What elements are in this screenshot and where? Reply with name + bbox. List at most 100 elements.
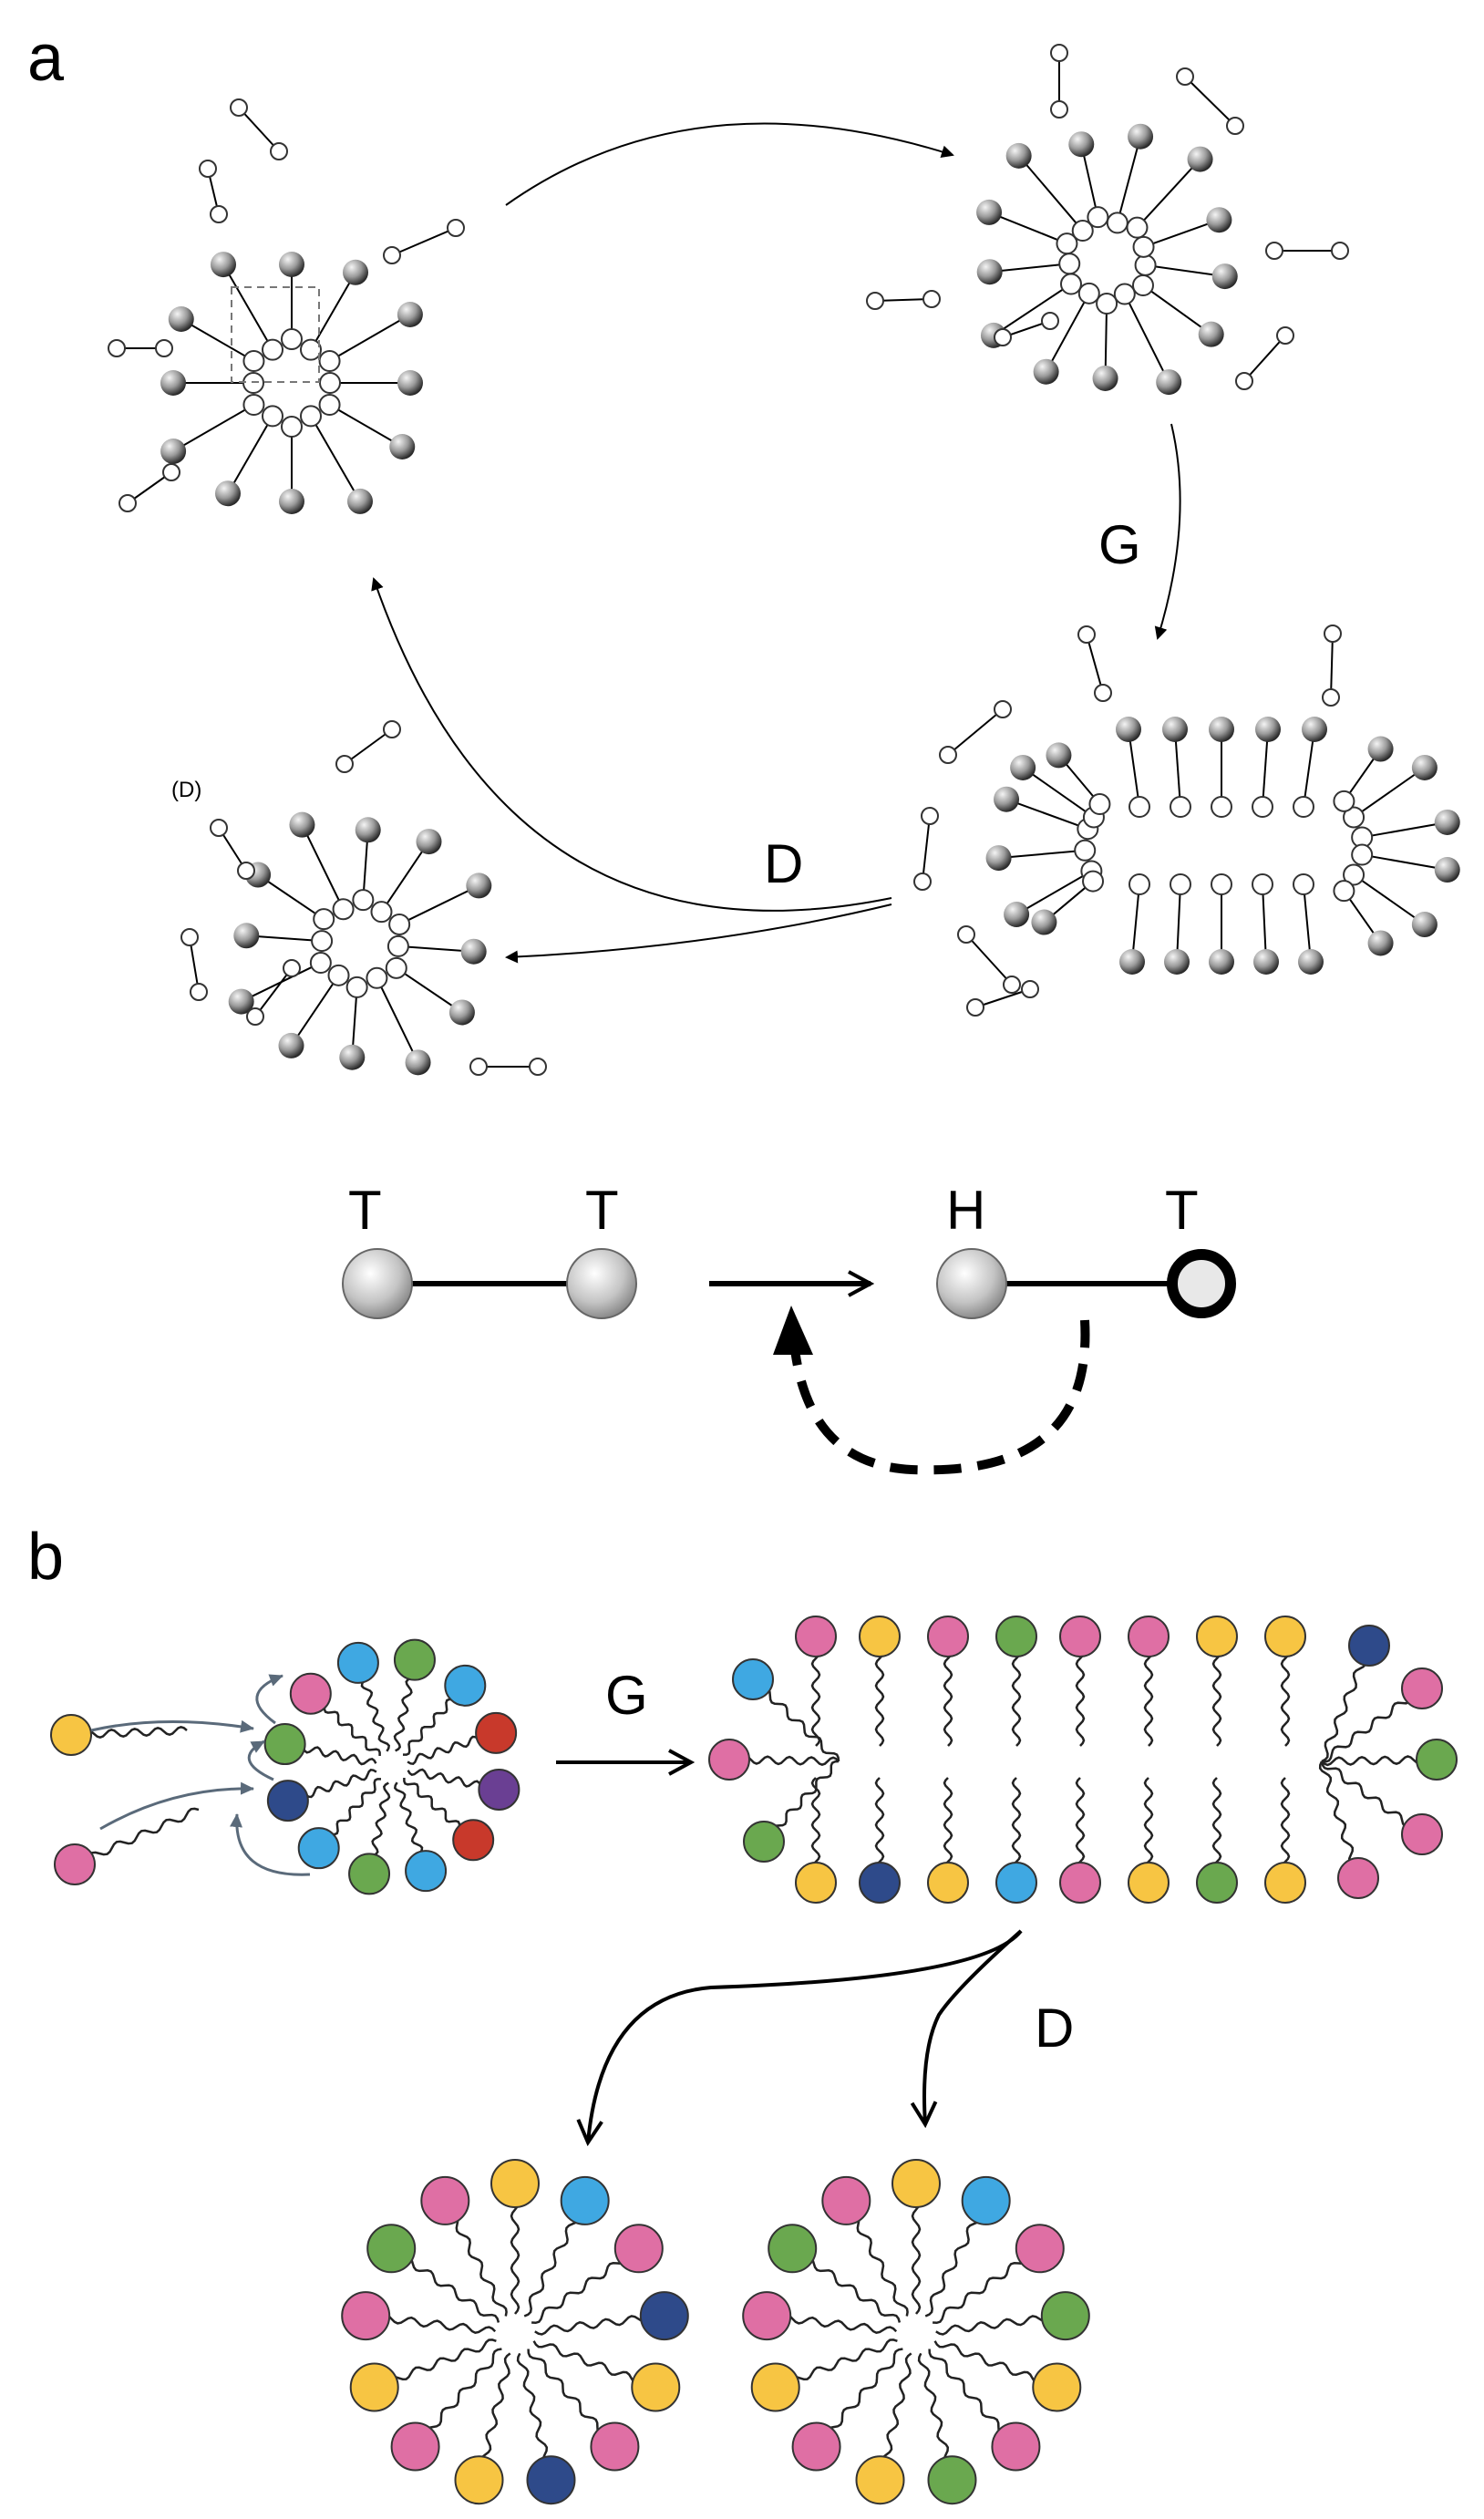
head-group: [526, 2455, 576, 2505]
inner-open-head: [262, 405, 283, 428]
b-daughter-micelle-right: [742, 2159, 1090, 2505]
free-surfactant: [119, 463, 180, 512]
b-lipid: [523, 2175, 610, 2318]
outer-gray-ball: [278, 1032, 304, 1058]
a-lipid-bottom: [1209, 873, 1234, 975]
inner-open-head: [1088, 793, 1111, 816]
lipid-tail: [301, 824, 345, 910]
a-lipid: [215, 405, 283, 507]
surfactant-tail: [383, 720, 401, 738]
b-lipid-top: [1264, 1616, 1306, 1747]
b-lipid: [263, 1723, 377, 1766]
b-label-d: D: [1035, 1998, 1074, 2059]
outer-gray-ball: [1367, 736, 1394, 762]
surfactant-tail: [994, 700, 1012, 718]
a-lipid-bottom: [1119, 873, 1150, 975]
outer-gray-ball: [1031, 909, 1057, 935]
a-lipid: [300, 405, 373, 514]
outer-gray-ball: [405, 1049, 431, 1076]
lipid-tail: [329, 404, 403, 448]
b-lipid: [928, 2349, 1041, 2472]
surfactant-tail: [922, 290, 941, 308]
surfactant-bond: [391, 227, 457, 256]
a-lipid: [1092, 292, 1118, 391]
inner-open-head: [1096, 292, 1118, 315]
lipid-tail: [222, 263, 273, 351]
b-lipid-cap-left: [732, 1658, 840, 1762]
head-group: [341, 2291, 391, 2341]
lipid-tail: [398, 884, 479, 925]
a-lipid-top: [1116, 717, 1150, 818]
free-surfactant: [1176, 67, 1244, 135]
a-micelle-elongated: [985, 717, 1460, 975]
b-lipid: [393, 1638, 436, 1752]
outer-gray-ball: [1162, 717, 1188, 742]
head-group: [289, 1672, 332, 1715]
head-group: [452, 1819, 495, 1862]
head-group: [708, 1739, 750, 1781]
a-lipid-cap-right: [1333, 880, 1394, 956]
a-lipid: [976, 253, 1081, 285]
head-group: [349, 2362, 399, 2412]
inner-open-head: [1126, 216, 1149, 239]
surfactant-head: [939, 746, 957, 764]
lipid-tail: [1174, 728, 1181, 808]
b-lipid: [924, 2175, 1011, 2318]
outer-gray-ball: [211, 252, 236, 278]
a-lipid: [976, 199, 1078, 255]
lipid-tail: [380, 841, 430, 913]
outer-gray-ball: [1302, 717, 1327, 742]
outer-gray-ball: [1164, 949, 1190, 975]
surfactant-bond: [238, 107, 280, 152]
a-arrow-d-back: [371, 577, 892, 912]
outer-gray-ball: [1033, 358, 1059, 385]
surfactant-tail: [1094, 684, 1112, 702]
outer-gray-ball: [1255, 717, 1281, 742]
outer-gray-ball: [1092, 365, 1118, 391]
surfactant-tail: [155, 339, 173, 357]
inner-open-head: [300, 338, 322, 361]
inner-open-head: [1056, 232, 1078, 255]
free-surfactant: [1050, 44, 1068, 119]
inner-open-head: [1170, 796, 1191, 818]
head-group: [995, 1862, 1037, 1904]
b-lipid: [532, 2340, 681, 2412]
free-surfactant: [1322, 625, 1342, 707]
b-lipid: [534, 2291, 689, 2341]
surfactant-bond: [947, 708, 1004, 756]
b-gray-arrow-1: [90, 1719, 254, 1733]
outer-gray-ball: [397, 302, 423, 327]
a-lipid-cap-left: [985, 839, 1097, 872]
a-lipid-top: [1252, 717, 1281, 818]
head-group: [1196, 1616, 1238, 1657]
b-lipid: [420, 2175, 508, 2317]
surfactant-tail: [1331, 242, 1349, 260]
lipid-tail: [1262, 883, 1267, 963]
inner-open-head: [366, 966, 388, 989]
free-surfactant: [335, 720, 401, 773]
panel-b-letter: b: [27, 1521, 64, 1594]
lipid-tail: [1017, 155, 1084, 232]
surfactant-head: [1324, 625, 1342, 643]
head-group: [795, 1862, 837, 1904]
a-micelle-top-right: [976, 123, 1238, 396]
head-group: [336, 1641, 379, 1684]
a-lipid: [245, 862, 335, 931]
inner-open-head: [318, 350, 341, 372]
surfactant-tail: [921, 807, 939, 825]
b-lipid-cap-right: [1318, 1760, 1379, 1899]
free-surfactant: [913, 807, 939, 891]
inner-open-head: [1293, 796, 1314, 818]
a-lipid: [160, 370, 264, 396]
inner-open-head: [370, 901, 393, 924]
inner-open-head: [1333, 790, 1355, 812]
outer-gray-ball: [160, 370, 186, 396]
head-group: [927, 2455, 977, 2505]
head-group: [405, 1850, 448, 1893]
b-lipid: [935, 2291, 1090, 2341]
b-lipid-cap-left: [743, 1760, 840, 1863]
outer-gray-ball: [389, 434, 416, 459]
surfactant-bond: [974, 988, 1031, 1008]
a-lipid-top: [1209, 717, 1234, 818]
b-lipid: [289, 1672, 381, 1756]
